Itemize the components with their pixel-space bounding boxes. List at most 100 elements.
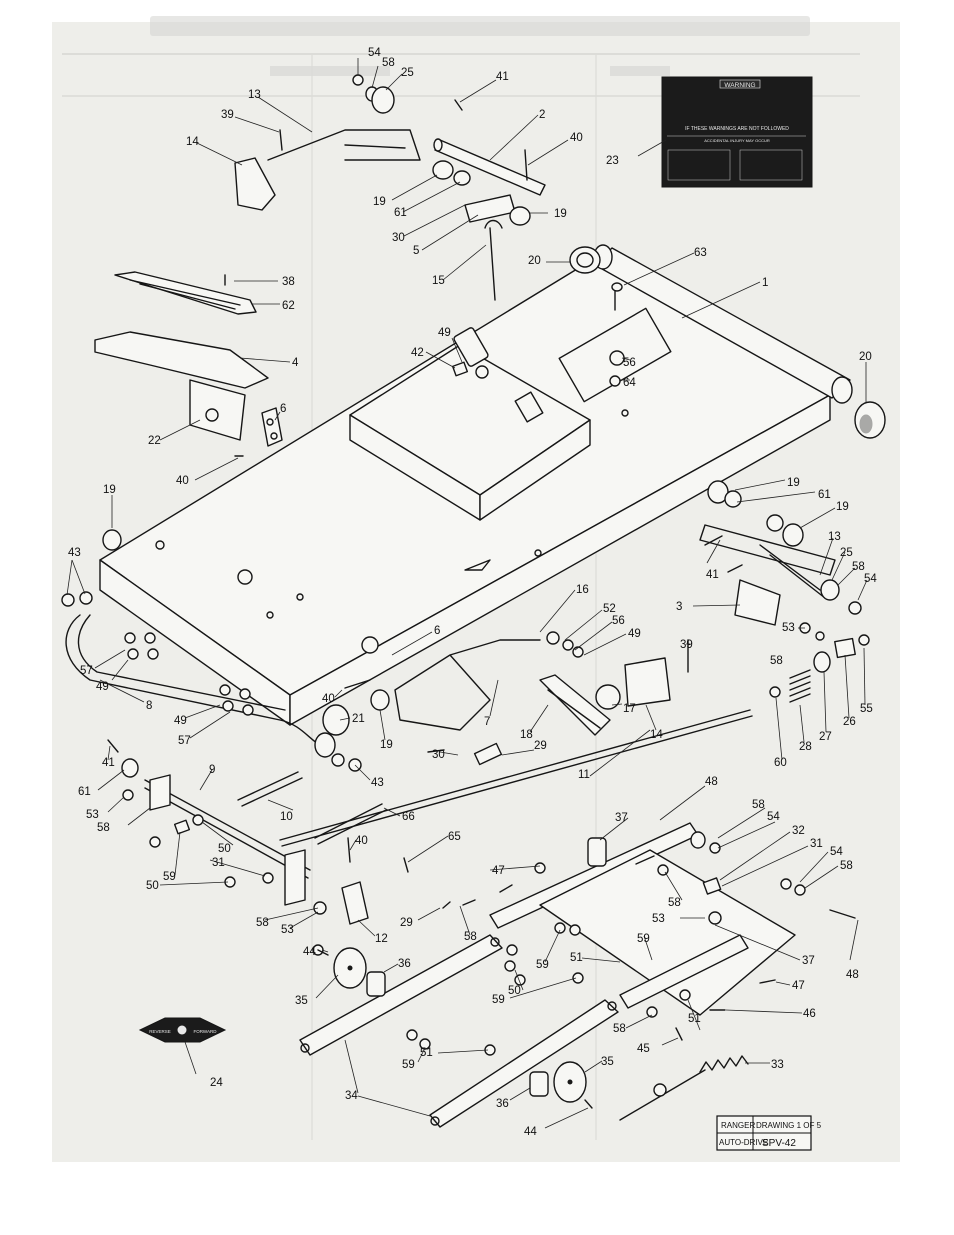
pivot-spacer bbox=[587, 837, 607, 867]
callout-19: 19 bbox=[103, 484, 116, 496]
speed-control-lever bbox=[699, 524, 836, 626]
pedal-link-plate bbox=[464, 194, 516, 223]
callout-8: 8 bbox=[146, 700, 152, 712]
tension-spring bbox=[619, 1055, 749, 1121]
callout-19: 19 bbox=[554, 208, 567, 220]
callout-49: 49 bbox=[628, 628, 641, 640]
callout-58: 58 bbox=[97, 822, 110, 834]
pivot-shaft bbox=[433, 138, 546, 196]
callout-57: 57 bbox=[178, 735, 191, 747]
callout-56: 56 bbox=[623, 357, 636, 369]
spacer-bushing-lower bbox=[529, 1071, 549, 1097]
footrest bbox=[94, 331, 269, 441]
callout-20: 20 bbox=[859, 351, 872, 363]
callout-57: 57 bbox=[80, 665, 93, 677]
control-knob bbox=[595, 684, 621, 710]
seat-mount-bracket bbox=[349, 327, 591, 521]
frame-cross-tube bbox=[593, 244, 853, 404]
callout-10: 10 bbox=[280, 811, 293, 823]
callout-40: 40 bbox=[355, 835, 368, 847]
callout-27: 27 bbox=[819, 731, 832, 743]
callout-labels: 54 58 25 41 13 39 2 14 40 19 61 19 30 5 … bbox=[68, 47, 877, 1138]
direction-plate-left: REVERSE bbox=[149, 1029, 171, 1034]
callout-39: 39 bbox=[221, 109, 234, 121]
fasteners bbox=[61, 74, 870, 1109]
guide-disc-upper bbox=[333, 947, 367, 989]
brake-pedal-lever bbox=[267, 129, 421, 161]
callout-22: 22 bbox=[148, 435, 161, 447]
callout-58: 58 bbox=[752, 799, 765, 811]
callout-59: 59 bbox=[492, 994, 505, 1006]
callout-50: 50 bbox=[218, 843, 231, 855]
callout-40: 40 bbox=[176, 475, 189, 487]
callout-41: 41 bbox=[496, 71, 509, 83]
callout-30: 30 bbox=[392, 232, 405, 244]
callout-19: 19 bbox=[836, 501, 849, 513]
callout-6: 6 bbox=[280, 403, 286, 415]
control-rod bbox=[279, 709, 753, 847]
callout-31: 31 bbox=[810, 838, 823, 850]
callout-29: 29 bbox=[400, 917, 413, 929]
callout-54: 54 bbox=[864, 573, 877, 585]
callout-53: 53 bbox=[652, 913, 665, 925]
footrest-grip-pad bbox=[114, 271, 257, 315]
callout-54: 54 bbox=[830, 846, 843, 858]
callout-39: 39 bbox=[680, 639, 693, 651]
callout-51: 51 bbox=[688, 1013, 701, 1025]
callout-48: 48 bbox=[846, 969, 859, 981]
callout-14: 14 bbox=[650, 729, 663, 741]
pedal-rod bbox=[484, 219, 503, 301]
idler-bracket-frame bbox=[489, 822, 796, 1016]
callout-58: 58 bbox=[840, 860, 853, 872]
cross-shaft bbox=[144, 774, 311, 906]
callout-50: 50 bbox=[146, 880, 159, 892]
callout-11: 11 bbox=[578, 769, 590, 781]
lower-link-plate-upper bbox=[299, 934, 503, 1056]
right-pedal-pad bbox=[624, 639, 689, 707]
callout-2: 2 bbox=[539, 109, 545, 121]
callout-45: 45 bbox=[637, 1043, 650, 1055]
callout-53: 53 bbox=[782, 622, 795, 634]
callout-33: 33 bbox=[771, 1059, 784, 1071]
callout-63: 63 bbox=[694, 247, 707, 259]
callout-20: 20 bbox=[528, 255, 541, 267]
direction-plate-right: FORWARD bbox=[194, 1029, 218, 1034]
callout-59: 59 bbox=[637, 933, 650, 945]
callout-42: 42 bbox=[411, 347, 424, 359]
callout-18: 18 bbox=[520, 729, 533, 741]
callout-41: 41 bbox=[102, 757, 115, 769]
callout-5: 5 bbox=[413, 245, 419, 257]
callout-40: 40 bbox=[570, 132, 583, 144]
callout-1: 1 bbox=[762, 277, 768, 289]
callout-61: 61 bbox=[394, 207, 407, 219]
callout-24: 24 bbox=[210, 1077, 223, 1089]
callout-51: 51 bbox=[420, 1047, 433, 1059]
callout-44: 44 bbox=[303, 946, 316, 958]
callout-49: 49 bbox=[174, 715, 187, 727]
tube-cap-right bbox=[854, 401, 886, 439]
callout-58: 58 bbox=[256, 917, 269, 929]
warning-decal-line-1: IF THESE WARNINGS ARE NOT FOLLOWED bbox=[685, 126, 789, 132]
callout-54: 54 bbox=[767, 811, 780, 823]
swivel-block bbox=[834, 637, 856, 659]
callout-64: 64 bbox=[623, 377, 636, 389]
callout-38: 38 bbox=[282, 276, 295, 288]
callout-56: 56 bbox=[612, 615, 625, 627]
callout-13: 13 bbox=[248, 89, 261, 101]
callout-23: 23 bbox=[606, 155, 619, 167]
title-block: RANGER DRAWING 1 OF 5 AUTO-DRIVE SPV-42 bbox=[716, 1115, 822, 1151]
callout-50: 50 bbox=[508, 985, 521, 997]
callout-53: 53 bbox=[281, 924, 294, 936]
callout-19: 19 bbox=[373, 196, 386, 208]
callout-13: 13 bbox=[828, 531, 841, 543]
pedal-arm bbox=[394, 639, 541, 731]
callout-49: 49 bbox=[438, 327, 451, 339]
callout-61: 61 bbox=[78, 786, 91, 798]
title-block-model: RANGER bbox=[721, 1121, 755, 1130]
callout-44: 44 bbox=[524, 1126, 537, 1138]
callout-14: 14 bbox=[186, 136, 199, 148]
callout-28: 28 bbox=[799, 741, 812, 753]
callout-9: 9 bbox=[209, 764, 215, 776]
callout-59: 59 bbox=[402, 1059, 415, 1071]
